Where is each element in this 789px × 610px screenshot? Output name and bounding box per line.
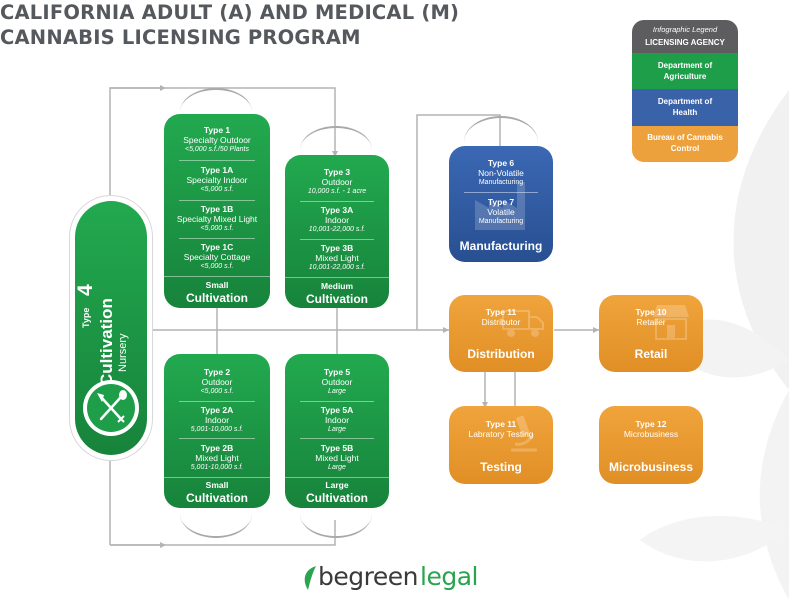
card-footer: Small Cultivation: [164, 280, 270, 305]
separator: [178, 438, 256, 439]
license-type-6: Type 6 Non-Volatile Manufacturing: [478, 158, 524, 186]
small-cultivation-bottom-card: Type 2 Outdoor <5,000 s.f. Type 2A Indoo…: [164, 354, 270, 508]
legend-health: Department of Health: [657, 97, 713, 117]
license-type-12: Type 12 Microbusiness: [623, 419, 679, 439]
separator: [299, 239, 375, 240]
microscope-icon: [511, 415, 537, 452]
cycle-arc: [180, 514, 252, 538]
category-label: Cultivation: [306, 292, 368, 306]
brand-name-part2: legal: [420, 562, 478, 591]
category-label: Distribution: [467, 347, 535, 361]
legend-health-swatch: [632, 89, 738, 126]
category-label: Microbusiness: [608, 460, 694, 474]
nursery-type-number: 4: [74, 284, 97, 296]
brand-name-part1: begreen: [318, 562, 418, 591]
license-type-2: Type 2 Outdoor <5,000 s.f.: [200, 367, 234, 395]
separator: [178, 238, 256, 239]
nursery-type-label: Type: [81, 307, 91, 328]
card-footer: Large Cultivation: [285, 480, 389, 505]
license-type-3b: Type 3B Mixed Light 10,001-22,000 s.f.: [308, 243, 366, 271]
nursery-category: Cultivation: [97, 298, 116, 386]
license-type-1c: Type 1C Specialty Cottage <5,000 s.f.: [183, 242, 251, 270]
distribution-card: Type 11 Distributor Distribution: [449, 295, 553, 372]
storefront-icon: [653, 305, 689, 340]
license-type-1a: Type 1A Specialty Indoor <5,000 s.f.: [186, 165, 248, 193]
nursery-card: Type 4 Cultivation Nursery: [70, 196, 152, 460]
medium-cultivation-top-card: Type 3 Outdoor 10,000 s.f. - 1 acre Type…: [285, 155, 389, 308]
separator: [285, 477, 389, 478]
large-cultivation-bottom-card: Type 5 Outdoor Large Type 5A Indoor Larg…: [285, 354, 389, 508]
title-line-1: CALIFORNIA ADULT (A) AND MEDICAL (M): [0, 1, 460, 24]
size-label: Large: [325, 480, 349, 490]
truck-icon: [502, 310, 544, 337]
category-label: Manufacturing: [459, 239, 543, 253]
title-line-2: CANNABIS LICENSING PROGRAM: [0, 26, 361, 49]
category-label: Cultivation: [306, 491, 368, 505]
factory-icon: [475, 182, 525, 230]
tools-icon: [83, 380, 139, 436]
license-type-5b: Type 5B Mixed Light Large: [315, 443, 359, 471]
legend-bureau: Bureau of Cannabis Control: [647, 133, 723, 153]
legend-agriculture: Department of Agriculture: [657, 61, 713, 81]
license-type-5a: Type 5A Indoor Large: [320, 405, 354, 433]
separator: [178, 401, 256, 402]
separator: [178, 160, 256, 161]
retail-card: Type 10 Retailer Retail: [599, 295, 703, 372]
category-label: Cultivation: [186, 291, 248, 305]
card-footer: Medium Cultivation: [285, 281, 389, 306]
separator: [299, 401, 375, 402]
microbusiness-card: Type 12 Microbusiness Microbusiness: [599, 406, 703, 484]
license-type-5: Type 5 Outdoor Large: [321, 367, 353, 395]
cycle-arc: [180, 88, 252, 112]
size-label: Medium: [320, 281, 354, 291]
cycle-arc: [300, 514, 372, 538]
nursery-subcategory: Nursery: [117, 333, 129, 372]
license-type-3a: Type 3A Indoor 10,001-22,000 s.f.: [308, 205, 366, 233]
infographic-legend: Infographic Legend LICENSING AGENCY Depa…: [632, 20, 738, 162]
separator: [463, 192, 539, 193]
manufacturing-card: Type 6 Non-Volatile Manufacturing Type 7…: [449, 146, 553, 262]
page-title: CALIFORNIA ADULT (A) AND MEDICAL (M) CAN…: [0, 0, 520, 50]
legend-caption: Infographic Legend: [652, 25, 718, 34]
category-label: Testing: [480, 460, 522, 474]
size-label: Small: [205, 280, 229, 290]
license-type-10: Type 10 Retailer: [635, 307, 667, 327]
separator: [164, 276, 270, 277]
leaf-logo-icon: [304, 566, 316, 590]
legend-header: [632, 20, 738, 53]
card-footer: Small Cultivation: [164, 480, 270, 505]
brand-logo: begreen legal: [300, 562, 500, 596]
category-label: Retail: [634, 347, 668, 361]
cycle-arc: [300, 126, 372, 150]
legend-heading: LICENSING AGENCY: [645, 38, 725, 47]
separator: [164, 477, 270, 478]
license-type-7: Type 7 Volatile Manufacturing: [478, 197, 524, 225]
separator: [299, 438, 375, 439]
license-type-3: Type 3 Outdoor 10,000 s.f. - 1 acre: [307, 167, 367, 195]
testing-card: Type 11 Labratory Testing Testing: [449, 406, 553, 484]
separator: [285, 277, 389, 278]
license-type-1b: Type 1B Specialty Mixed Light <5,000 s.f…: [176, 204, 258, 232]
license-type-2b: Type 2B Mixed Light 5,001-10,000 s.f.: [190, 443, 244, 471]
legend-agriculture-swatch: [632, 53, 738, 89]
cycle-arc: [464, 116, 538, 142]
license-type-2a: Type 2A Indoor 5,001-10,000 s.f.: [190, 405, 244, 433]
category-label: Cultivation: [186, 491, 248, 505]
license-type-11-testing: Type 11 Labratory Testing: [468, 419, 534, 439]
license-type-11-distributor: Type 11 Distributor: [481, 307, 521, 327]
license-type-1: Type 1 Specialty Outdoor <5,000 s.f./50 …: [183, 125, 251, 153]
small-cultivation-top-card: Type 1 Specialty Outdoor <5,000 s.f./50 …: [164, 114, 270, 308]
separator: [299, 201, 375, 202]
separator: [178, 200, 256, 201]
legend-bureau-swatch: [632, 126, 738, 162]
size-label: Small: [205, 480, 229, 490]
